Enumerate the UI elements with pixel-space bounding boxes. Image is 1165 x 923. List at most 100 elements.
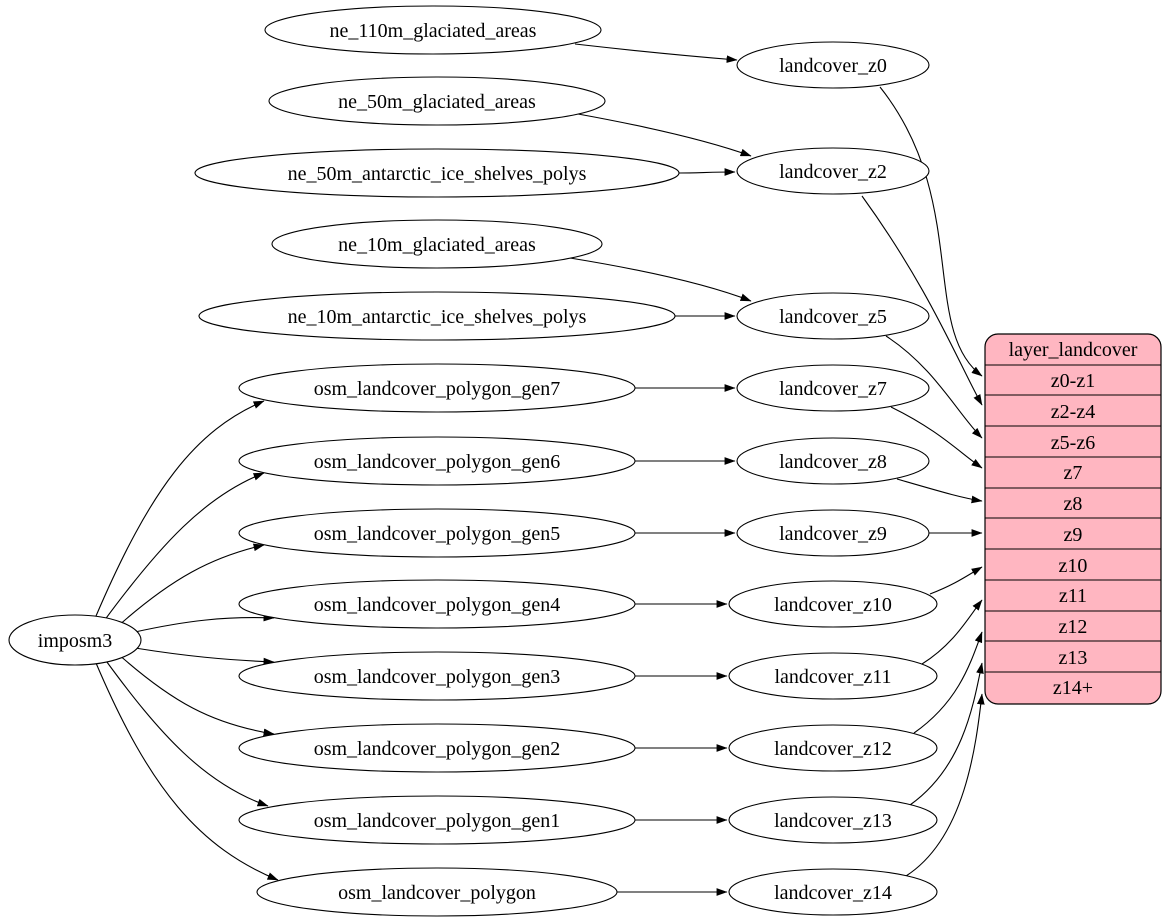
node-label: landcover_z14 — [774, 882, 892, 904]
node-label: ne_50m_antarctic_ice_shelves_polys — [288, 163, 587, 185]
edge-landcover_z8-to-row-z8 — [896, 478, 983, 504]
node-shape — [728, 796, 938, 844]
edge-landcover_z13-to-row-z13 — [909, 662, 984, 806]
node-landcover_z9: landcover_z9 — [736, 509, 930, 557]
node-label: landcover_z13 — [774, 810, 892, 832]
node-shape — [256, 867, 618, 917]
node-shape — [728, 724, 938, 772]
record-row-label: z10 — [1059, 555, 1088, 577]
record-row-label: z9 — [1064, 524, 1083, 546]
node-shape — [736, 147, 930, 195]
node-osm_landcover_polygon_gen7: osm_landcover_polygon_gen7 — [238, 363, 636, 413]
record-title: layer_landcover — [1009, 339, 1138, 361]
node-landcover_z7: landcover_z7 — [736, 364, 930, 412]
node-label: osm_landcover_polygon_gen5 — [314, 523, 561, 545]
node-shape — [728, 652, 938, 700]
node-shape — [736, 509, 930, 557]
node-shape — [728, 868, 938, 916]
record-row-label: z0-z1 — [1051, 370, 1095, 392]
record-row-label: z8 — [1064, 493, 1083, 515]
node-label: landcover_z12 — [774, 738, 892, 760]
record-row-label: z13 — [1059, 647, 1088, 669]
node-label: osm_landcover_polygon_gen6 — [314, 451, 561, 473]
edge-landcover_z5-to-row-z5-z6 — [885, 335, 983, 439]
node-label: osm_landcover_polygon — [338, 882, 536, 904]
node-label: imposm3 — [38, 630, 112, 652]
edge-imposm3-to-osm_landcover_polygon — [95, 662, 279, 881]
node-landcover_z13: landcover_z13 — [728, 796, 938, 844]
node-ne_10m_antarctic_ice_shelves_polys: ne_10m_antarctic_ice_shelves_polys — [198, 291, 676, 341]
node-shape — [238, 579, 636, 629]
node-osm_landcover_polygon_gen6: osm_landcover_polygon_gen6 — [238, 436, 636, 486]
edge-landcover_z10-to-row-z10 — [929, 566, 983, 595]
edge-landcover_z14-to-row-z14 — [905, 693, 985, 877]
node-label: osm_landcover_polygon_gen4 — [314, 594, 561, 616]
node-shape — [198, 291, 676, 341]
node-label: osm_landcover_polygon_gen7 — [314, 378, 561, 400]
node-label: osm_landcover_polygon_gen3 — [314, 666, 561, 688]
node-label: ne_10m_antarctic_ice_shelves_polys — [288, 306, 587, 328]
record-row-label: z11 — [1059, 585, 1087, 607]
node-osm_landcover_polygon_gen1: osm_landcover_polygon_gen1 — [238, 795, 636, 845]
node-layer_landcover: layer_landcover z0-z1 z2-z4 z5-z6 z7 z8 … — [984, 333, 1162, 705]
edge-ne_110m_glaciated_areas-to-landcover_z0 — [574, 43, 738, 63]
node-shape — [238, 651, 636, 701]
node-shape — [728, 580, 938, 628]
node-landcover_z2: landcover_z2 — [736, 147, 930, 195]
record-row-label: z7 — [1064, 462, 1083, 484]
record-row-label: z2-z4 — [1051, 401, 1095, 423]
node-shape — [238, 436, 636, 486]
node-landcover_z5: landcover_z5 — [736, 292, 930, 340]
edge-landcover_z12-to-row-z12 — [913, 631, 983, 734]
node-osm_landcover_polygon: osm_landcover_polygon — [256, 867, 618, 917]
node-shape — [264, 5, 602, 55]
record-row-label: z14+ — [1053, 677, 1093, 699]
node-ne_50m_glaciated_areas: ne_50m_glaciated_areas — [268, 76, 606, 126]
node-shape — [238, 508, 636, 558]
node-shape — [736, 41, 930, 89]
node-label: landcover_z11 — [775, 666, 892, 688]
node-shape — [736, 292, 930, 340]
node-landcover_z0: landcover_z0 — [736, 41, 930, 89]
node-label: landcover_z0 — [779, 55, 887, 77]
node-shape — [8, 614, 142, 666]
node-label: osm_landcover_polygon_gen1 — [314, 810, 561, 832]
node-label: ne_110m_glaciated_areas — [330, 20, 537, 42]
record-row-label: z5-z6 — [1051, 432, 1095, 454]
edge-imposm3-to-osm_landcover_polygon_gen2 — [116, 652, 275, 737]
node-landcover_z10: landcover_z10 — [728, 580, 938, 628]
node-shape — [736, 364, 930, 412]
node-label: ne_50m_glaciated_areas — [338, 91, 536, 113]
node-ne_50m_antarctic_ice_shelves_polys: ne_50m_antarctic_ice_shelves_polys — [194, 148, 680, 198]
edge-imposm3-to-osm_landcover_polygon_gen6 — [103, 472, 265, 622]
node-imposm3: imposm3 — [8, 614, 142, 666]
edge-landcover_z2-to-row-z2-z4 — [861, 195, 983, 406]
node-label: landcover_z5 — [779, 306, 887, 328]
node-label: osm_landcover_polygon_gen2 — [314, 738, 561, 760]
node-osm_landcover_polygon_gen2: osm_landcover_polygon_gen2 — [238, 723, 636, 773]
edge-ne_10m_glaciated_areas-to-landcover_z5 — [569, 257, 752, 302]
node-landcover_z12: landcover_z12 — [728, 724, 938, 772]
node-label: landcover_z9 — [779, 523, 887, 545]
edge-ne_50m_glaciated_areas-to-landcover_z2 — [577, 113, 752, 157]
node-label: ne_10m_glaciated_areas — [338, 234, 536, 256]
node-landcover_z11: landcover_z11 — [728, 652, 938, 700]
nodes: imposm3 ne_110m_glaciated_areas ne_50m_g… — [8, 5, 938, 917]
node-osm_landcover_polygon_gen5: osm_landcover_polygon_gen5 — [238, 508, 636, 558]
edge-imposm3-to-osm_landcover_polygon_gen4 — [134, 613, 275, 633]
edge-landcover_z7-to-row-z7 — [890, 406, 983, 469]
node-shape — [736, 437, 930, 485]
edges — [95, 43, 985, 896]
edge-imposm3-to-osm_landcover_polygon_gen1 — [103, 657, 269, 807]
record-row-label: z12 — [1059, 616, 1088, 638]
node-ne_10m_glaciated_areas: ne_10m_glaciated_areas — [271, 219, 603, 269]
node-landcover_z14: landcover_z14 — [728, 868, 938, 916]
edge-ne_50m_antarctic_ice_shelves_polys-to-landcover_z2 — [678, 168, 736, 176]
node-osm_landcover_polygon_gen4: osm_landcover_polygon_gen4 — [238, 579, 636, 629]
node-landcover_z8: landcover_z8 — [736, 437, 930, 485]
node-shape — [238, 795, 636, 845]
node-label: landcover_z7 — [779, 378, 887, 400]
node-ne_110m_glaciated_areas: ne_110m_glaciated_areas — [264, 5, 602, 55]
